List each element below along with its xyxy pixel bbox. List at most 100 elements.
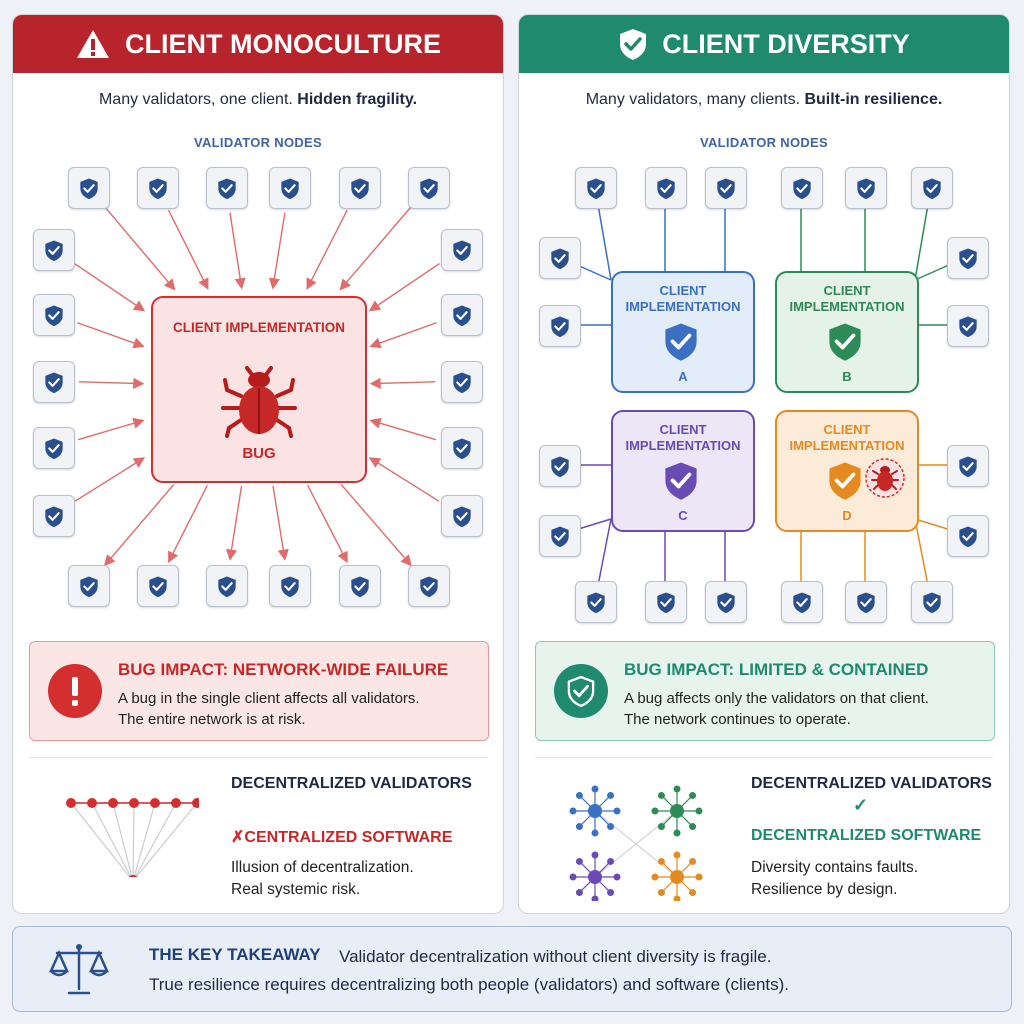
- x-mark-icon: ✗: [231, 829, 245, 846]
- cluster-hub: [588, 804, 602, 818]
- shield-check-icon: [923, 178, 941, 199]
- shield-check-icon: [657, 592, 675, 613]
- divider: [535, 757, 993, 758]
- shield-check-icon: [959, 526, 977, 547]
- cluster-node: [591, 851, 599, 859]
- shield-check-icon: [281, 178, 299, 199]
- shield-check-icon: [959, 316, 977, 337]
- shield-check-icon: [959, 456, 977, 477]
- impact-title: BUG IMPACT: LIMITED & CONTAINED: [624, 660, 929, 679]
- shield-check-icon: [959, 248, 977, 269]
- impact-description: A bug in the single client affects all v…: [118, 690, 420, 728]
- cluster-node: [575, 791, 583, 799]
- connection-line: [168, 209, 209, 290]
- shield-check-icon: [793, 592, 811, 613]
- shield-check-icon: [620, 29, 647, 60]
- distributed-clusters-icon: [569, 785, 703, 901]
- cluster-node: [651, 873, 659, 881]
- validator-node: [947, 237, 989, 279]
- takeaway-title: THE KEY TAKEAWAY: [149, 945, 321, 964]
- validator-dot: [150, 798, 160, 808]
- validator-node: [137, 565, 179, 607]
- shield-check-icon: [453, 305, 471, 326]
- validator-node: [33, 294, 75, 336]
- cluster-node: [613, 807, 621, 815]
- check-mark-icon: ✓: [853, 795, 869, 815]
- connection-line: [369, 322, 437, 349]
- client-b-letter: B: [842, 369, 852, 384]
- connection-line: [104, 206, 176, 291]
- cluster-node: [613, 873, 621, 881]
- shield-check-icon: [857, 178, 875, 199]
- cluster-hub: [670, 870, 684, 884]
- network-failure-callout: BUG IMPACT: NETWORK-WIDE FAILURE A bug i…: [29, 641, 489, 741]
- connection-line: [74, 262, 146, 312]
- shield-check-icon: [453, 372, 471, 393]
- validator-node: [781, 581, 823, 623]
- connection-line: [229, 212, 246, 290]
- connection-line: [78, 377, 145, 389]
- cluster-node: [657, 857, 665, 865]
- shield-check-icon: [218, 178, 236, 199]
- monoculture-panel: CLIENT MONOCULTURE Many validators, one …: [12, 14, 504, 914]
- shield-check-icon: [45, 372, 63, 393]
- connection-line: [369, 377, 436, 389]
- cluster-node: [673, 829, 681, 837]
- validator-node: [705, 167, 747, 209]
- shield-check-icon: [45, 506, 63, 527]
- decentralized-validators-label: DECENTRALIZED VALIDATORS: [231, 775, 472, 792]
- validator-node: [269, 565, 311, 607]
- shield-check-icon: [351, 178, 369, 199]
- cluster-node: [689, 889, 697, 897]
- shield-check-icon: [827, 460, 863, 504]
- monoculture-subtitle: Many validators, one client. Hidden frag…: [98, 91, 418, 108]
- shield-check-icon: [351, 576, 369, 597]
- validator-node: [441, 361, 483, 403]
- validator-node: [947, 445, 989, 487]
- cluster-node: [657, 823, 665, 831]
- cluster-hub: [588, 870, 602, 884]
- connection-line: [272, 485, 289, 561]
- validator-node: [339, 167, 381, 209]
- diversity-header: CLIENT DIVERSITY: [519, 15, 1009, 73]
- validator-node: [33, 495, 75, 537]
- validator-node: [575, 167, 617, 209]
- validator-node: [441, 427, 483, 469]
- shield-check-icon: [45, 305, 63, 326]
- validator-dot: [129, 798, 139, 808]
- monoculture-connections: [74, 206, 440, 567]
- key-takeaway-banner: THE KEY TAKEAWAY Validator decentralizat…: [12, 926, 1012, 1012]
- shield-check-icon: [554, 664, 608, 718]
- shield-check-icon: [453, 506, 471, 527]
- cluster-node: [657, 889, 665, 897]
- shield-check-icon: [657, 178, 675, 199]
- cluster-node: [689, 823, 697, 831]
- shield-check-icon: [45, 438, 63, 459]
- client-d-letter: D: [842, 508, 852, 523]
- diversity-summary: Diversity contains faults. Resilience by…: [751, 859, 919, 898]
- validator-node: [33, 361, 75, 403]
- impact-title: BUG IMPACT: NETWORK-WIDE FAILURE: [118, 660, 449, 679]
- connection-line: [133, 802, 156, 877]
- cluster-node: [575, 857, 583, 865]
- shield-check-icon: [663, 321, 699, 365]
- bug-icon: [865, 458, 905, 498]
- shield-check-icon: [453, 240, 471, 261]
- connection-line: [77, 322, 145, 349]
- validator-node: [947, 515, 989, 557]
- warning-triangle-icon: [77, 30, 109, 58]
- connection-line: [91, 802, 132, 877]
- divider: [29, 757, 487, 758]
- validator-node: [441, 495, 483, 537]
- cluster-node: [689, 791, 697, 799]
- validator-node: [645, 167, 687, 209]
- shield-check-icon: [551, 526, 569, 547]
- connection-line: [306, 209, 348, 290]
- connection-line: [268, 212, 286, 290]
- validator-node: [705, 581, 747, 623]
- validator-node: [947, 305, 989, 347]
- exclamation-icon: [48, 664, 102, 718]
- validator-node: [575, 581, 617, 623]
- shield-check-icon: [149, 178, 167, 199]
- shield-check-icon: [149, 576, 167, 597]
